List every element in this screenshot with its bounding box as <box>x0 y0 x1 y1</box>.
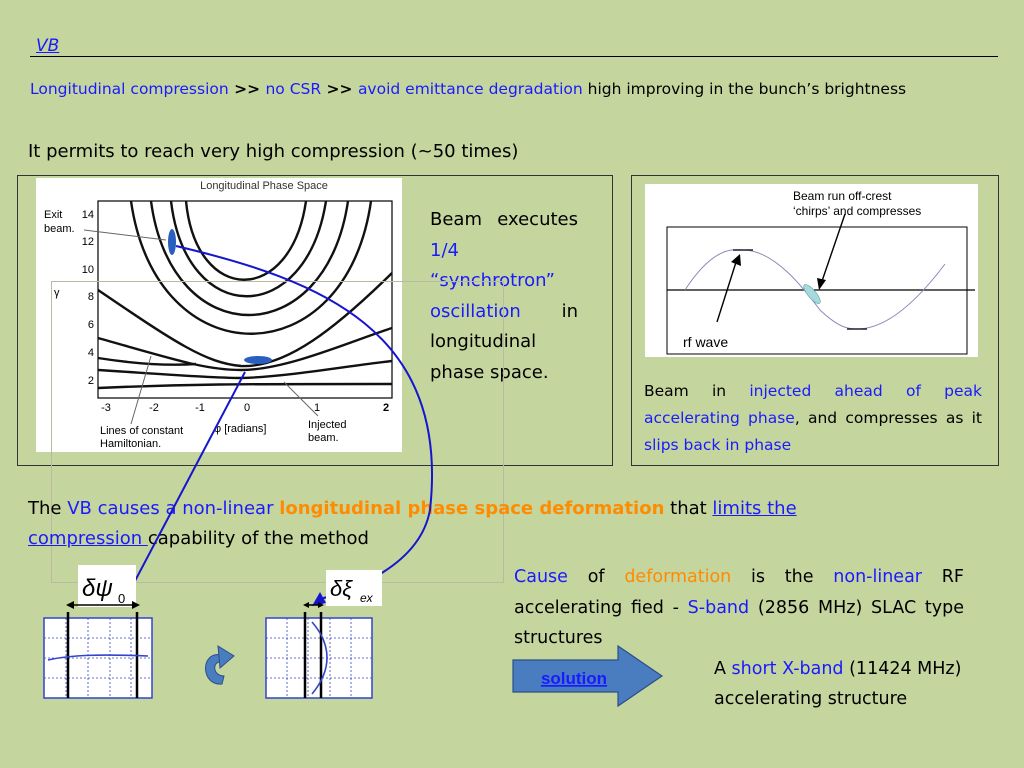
solution-arrow: solution <box>512 644 664 708</box>
exit-beam-label-2: beam. <box>44 223 75 235</box>
beam-bunch-ellipse <box>803 284 821 304</box>
phase-space-plot: Longitudinal Phase Space 14 12 10 8 6 4 … <box>36 178 402 452</box>
exit-beam-label-1: Exit <box>44 209 62 221</box>
x-tick-m1: -1 <box>195 402 205 414</box>
rf-label-arrow <box>716 258 738 323</box>
non-linear-word: non-linear <box>833 567 922 587</box>
brightness-text: high improving in the bunch’s brightness <box>582 80 907 98</box>
formula-box-left <box>78 565 136 607</box>
y-tick-2: 2 <box>88 375 94 387</box>
rf-wave-label: rf wave <box>683 334 728 350</box>
injected-pointer <box>283 381 319 417</box>
y-tick-14: 14 <box>82 209 94 221</box>
cause-h: (2856 MHz) SLAC type structures <box>514 597 965 649</box>
left-grid-plot <box>43 612 153 699</box>
summary-line: Longitudinal compression >> no CSR >> av… <box>30 78 910 100</box>
beam-executes-text: Beam executes 1/4 “synchrotron” oscillat… <box>430 205 578 388</box>
injected-label-1: Injected <box>308 419 347 431</box>
title-underline <box>30 56 998 57</box>
x-axis-label: φ [radians] <box>214 423 266 435</box>
vb-paragraph: The VB causes a non-linear longitudinal … <box>28 494 888 554</box>
y-tick-8: 8 <box>88 291 94 303</box>
injected-beam-ellipse <box>244 356 272 364</box>
vb-d: that <box>664 498 713 519</box>
phase-plot-title: Longitudinal Phase Space <box>200 180 328 192</box>
formula-left-main: δψ <box>82 575 113 602</box>
rf-annotation-1: Beam run off-crest <box>793 189 892 203</box>
solution-label: solution <box>541 669 607 688</box>
y-tick-12: 12 <box>82 236 94 248</box>
lines-label-2: Hamiltonian. <box>100 438 161 450</box>
compression-statement: It permits to reach very high compressio… <box>28 141 519 162</box>
injected-to-left-grid-arrow <box>125 371 246 599</box>
exit-beam-pointer <box>83 229 167 241</box>
arrow-sep-1: >> <box>228 80 266 98</box>
right-grid-plot <box>265 612 373 699</box>
vb-a: The <box>28 498 68 519</box>
cause-d: is the <box>731 567 834 587</box>
deformation-text: longitudinal phase space deformation <box>279 498 665 519</box>
y-tick-6: 6 <box>88 319 94 331</box>
x-tick-0: 0 <box>244 402 250 414</box>
beam-caption: Beam in injected ahead of peak accelerat… <box>644 378 982 459</box>
beam-arrowhead <box>817 278 826 290</box>
cause-word: Cause <box>514 567 568 587</box>
phase-plot-axes <box>97 200 393 399</box>
caption-a: Beam in <box>644 382 750 400</box>
exit-arrowhead <box>312 592 326 606</box>
y-tick-10: 10 <box>82 264 94 276</box>
xband-a: A <box>714 659 732 679</box>
rf-wave-curve <box>684 249 946 330</box>
cause-b: of <box>567 567 625 587</box>
y-axis-label: γ <box>54 287 60 299</box>
longitudinal-compression-text: Longitudinal compression <box>30 80 229 98</box>
rf-annotation-2: ‘chirps’ and compresses <box>793 204 921 218</box>
injected-ahead-text: injected ahead of peak accelerating phas… <box>644 382 982 427</box>
arrow-sep-2: >> <box>321 80 358 98</box>
right-figure-frame <box>631 175 999 466</box>
cause-f: RF accelerating fied - <box>514 567 964 618</box>
beam-executes-c: in longitudinal phase space. <box>430 300 578 383</box>
beam-executes-a: Beam executes <box>430 209 578 230</box>
caption-c: , and compresses as it <box>794 409 982 427</box>
limits-compression-text: limits the compression <box>28 498 797 549</box>
y-tick-4: 4 <box>88 347 94 359</box>
x-tick-2: 2 <box>383 402 389 414</box>
vb-causes-text: VB causes a non-linear <box>67 498 274 519</box>
left-figure-frame <box>17 175 613 466</box>
short-xband-word: short X-band <box>731 659 844 679</box>
rf-arrowhead <box>731 254 741 266</box>
slide-title: VB <box>36 36 60 56</box>
x-tick-m3: -3 <box>101 402 111 414</box>
synchrotron-oscillation-text: 1/4 “synchrotron” oscillation <box>430 239 555 322</box>
xband-c: (11424 MHz) accelerating structure <box>714 659 962 709</box>
xband-text: A short X-band (11424 MHz) accelerating … <box>714 654 1014 714</box>
beam-annotation-arrow <box>820 213 846 285</box>
thin-outline-box <box>51 281 504 583</box>
lines-pointer <box>130 355 152 425</box>
exit-beam-ellipse <box>168 229 176 255</box>
rf-wave-plot: Beam run off-crest ‘chirps’ and compress… <box>645 184 978 357</box>
slips-back-text: slips back in phase <box>644 436 792 454</box>
x-tick-1: 1 <box>314 402 320 414</box>
vb-f: capability of the method <box>147 528 369 549</box>
no-csr-text: no CSR <box>265 80 322 98</box>
formula-right-sub: ex <box>360 591 374 605</box>
cause-paragraph: Cause of deformation is the non-linear R… <box>514 562 964 654</box>
formula-left-sub: 0 <box>118 591 125 606</box>
injected-label-2: beam. <box>308 432 339 444</box>
avoid-emittance-text: avoid emittance degradation <box>357 80 583 98</box>
lines-label-1: Lines of constant <box>100 425 183 437</box>
formula-right-main: δξ <box>330 576 353 601</box>
rotate-arrow-icon <box>205 645 235 685</box>
x-tick-m2: -2 <box>149 402 159 414</box>
formula-box-right <box>326 570 382 606</box>
s-band-word: S-band <box>687 597 750 618</box>
exit-to-right-grid-arrow <box>175 245 433 601</box>
deformation-word: deformation <box>624 567 732 587</box>
